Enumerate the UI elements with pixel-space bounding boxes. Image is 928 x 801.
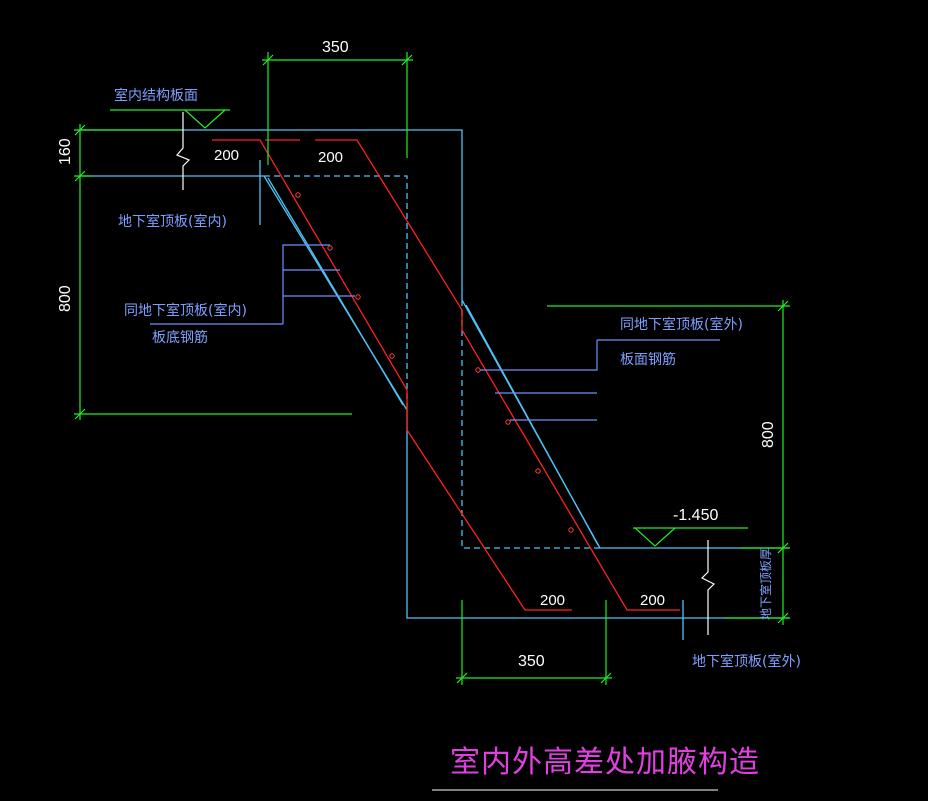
label-same-roof-indoor-1: 同地下室顶板(室内) — [124, 302, 247, 319]
cover-top-right: 200 — [318, 149, 343, 166]
label-basement-roof-indoor: 地下室顶板(室内) — [118, 213, 227, 230]
concrete-outline — [80, 129, 790, 640]
label-basement-roof-thickness: 地下室顶板厚 — [758, 548, 773, 620]
label-same-roof-outdoor-2: 板面钢筋 — [620, 351, 676, 368]
rebar-dot — [475, 367, 481, 373]
rebar-right — [315, 139, 680, 611]
break-symbol-top — [176, 112, 191, 190]
rebar-left — [212, 139, 572, 611]
dim-left-small: 160 — [57, 138, 74, 165]
rebar-dot — [295, 192, 301, 198]
rebar-dot — [389, 353, 395, 359]
rebar-dot — [327, 245, 333, 251]
cover-bottom-right: 200 — [640, 592, 665, 609]
break-symbol-bottom — [700, 540, 716, 635]
dimensions — [74, 52, 790, 685]
label-same-roof-indoor-2: 板底钢筋 — [152, 329, 208, 346]
elevation-label: -1.450 — [673, 507, 718, 524]
elevation-marker-right — [633, 527, 748, 547]
dim-left-height: 800 — [57, 285, 74, 312]
cover-bottom-left: 200 — [540, 592, 565, 609]
rebar-dot — [535, 468, 541, 474]
rebar-dot — [505, 419, 511, 425]
rebar-dot — [568, 527, 574, 533]
label-indoor-struct-surface: 室内结构板面 — [114, 87, 198, 104]
rebar-dot — [355, 294, 361, 300]
label-basement-roof-outdoor: 地下室顶板(室外) — [692, 653, 801, 670]
leaders — [150, 244, 720, 421]
dim-bottom-width: 350 — [518, 653, 545, 670]
drawing-title: 室内外高差处加腋构造 — [450, 745, 760, 780]
haunch-inner-lines — [267, 177, 599, 546]
rebar-group — [212, 139, 680, 611]
dim-right-height: 800 — [760, 421, 777, 448]
label-same-roof-outdoor-1: 同地下室顶板(室外) — [620, 316, 743, 333]
cover-top-left: 200 — [214, 147, 239, 164]
dim-top-width: 350 — [322, 39, 349, 56]
elevation-marker-top — [110, 109, 230, 129]
